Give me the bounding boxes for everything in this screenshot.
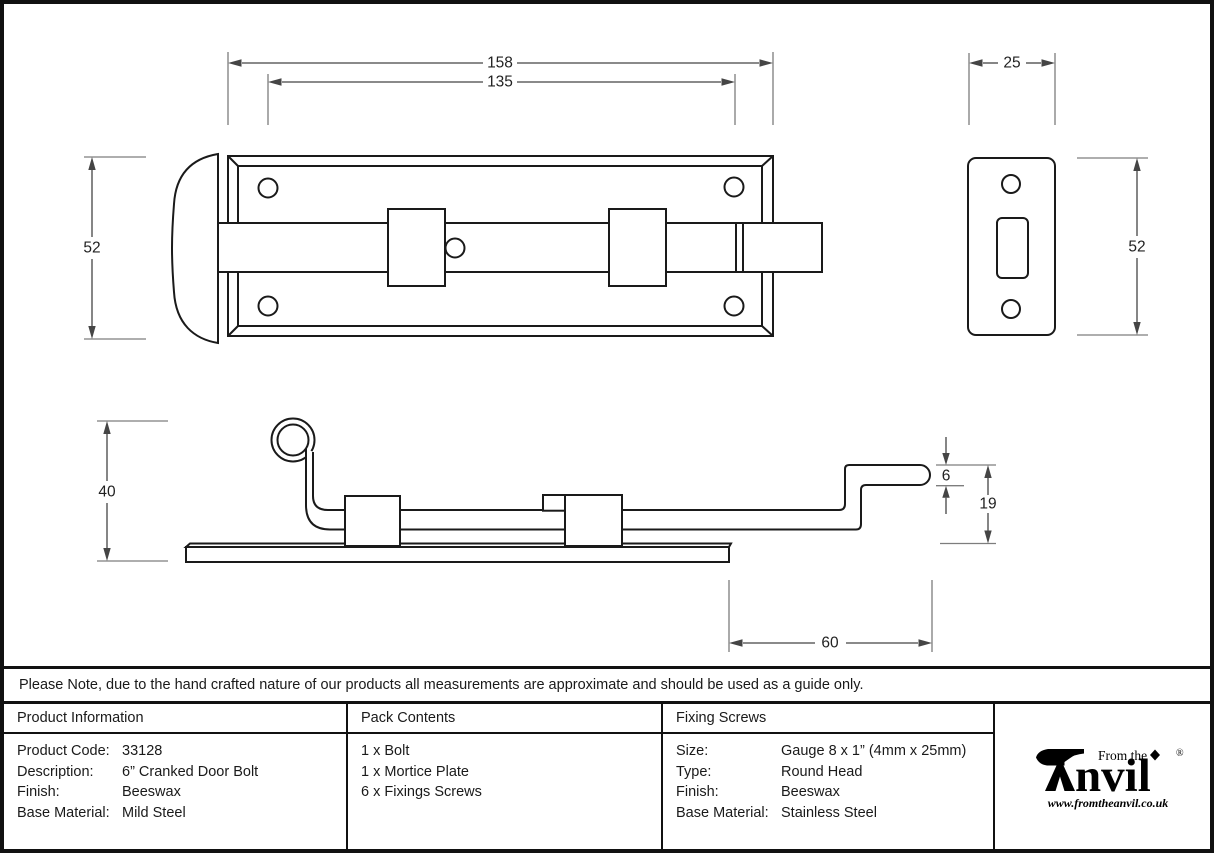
bolt-shaft (217, 222, 823, 273)
fixing-screws-column: Fixing Screws Size: Gauge 8 x 1” (4mm x … (663, 704, 995, 849)
product-code-label: Product Code: (17, 743, 110, 759)
description-label: Description: (17, 763, 94, 780)
anvil-icon (1036, 749, 1084, 791)
base-material-label: Base Material: (17, 804, 110, 821)
fixing-screws-rows: Size: Gauge 8 x 1” (4mm x 25mm) Type: Ro… (676, 741, 993, 823)
backplate-screw-holes (257, 176, 745, 317)
dimension-135: 135 (267, 74, 736, 125)
screw-type-value: Round Head (781, 763, 863, 780)
curl-handle (270, 417, 316, 463)
dim-label-throw: 60 (821, 635, 839, 652)
dim-label-bar-thickness: 6 (942, 468, 951, 485)
finish-value: Beeswax (122, 784, 181, 801)
dimension-158: 158 (227, 52, 774, 125)
screw-material-label: Base Material: (676, 804, 769, 821)
fixing-screws-header: Fixing Screws (663, 704, 993, 734)
dimension-60: 60 (728, 580, 933, 652)
screw-size-value: Gauge 8 x 1” (4mm x 25mm) (781, 743, 967, 759)
bolt-knob (170, 152, 219, 345)
logo-from-the: From the (1098, 748, 1147, 763)
shaft-pin-lines (735, 223, 744, 272)
guide-block-1 (387, 208, 446, 287)
dim-label-bolt-height: 40 (98, 484, 116, 501)
dim-label-plate-height: 52 (83, 240, 100, 257)
mortice-plate-view (967, 157, 1056, 336)
logo-url: www.fromtheanvil.co.uk (1048, 796, 1169, 810)
dim-label-hole-spacing: 135 (487, 74, 513, 91)
base-material-value: Mild Steel (122, 804, 186, 821)
mortice-plate (967, 157, 1056, 336)
slider-pivot (444, 237, 466, 259)
dimension-25: 25 (968, 53, 1056, 125)
product-code-value: 33128 (122, 743, 163, 759)
dimension-19: 19 (940, 465, 997, 545)
dim-label-crank-offset: 19 (979, 496, 996, 513)
guide-block-2 (608, 208, 667, 287)
measurement-note-text: Please Note, due to the hand crafted nat… (19, 677, 864, 693)
screw-finish-value: Beeswax (781, 784, 840, 801)
pack-contents-list: 1 x Bolt 1 x Mortice Plate 6 x Fixings S… (348, 734, 661, 803)
backplate-bevels (227, 155, 774, 337)
side-stop-lug (542, 494, 566, 512)
dim-label-plate-width: 158 (487, 55, 513, 72)
dimension-52-right: 52 (1077, 157, 1148, 336)
screw-finish-label: Finish: (676, 784, 719, 801)
spec-tables: Product Information Product Code: 33128 … (4, 704, 1210, 849)
finish-label: Finish: (17, 784, 60, 801)
description-value: 6” Cranked Door Bolt (122, 763, 259, 780)
screw-size-label: Size: (676, 743, 709, 759)
product-info-column: Product Information Product Code: 33128 … (4, 704, 348, 849)
from-the-anvil-logo: From the nvil ® www.fromtheanvil.co.uk (1036, 748, 1184, 810)
dimension-40: 40 (97, 420, 168, 562)
diamond-icon (1150, 749, 1160, 761)
registered-trademark-icon: ® (1176, 748, 1184, 759)
screw-material-value: Stainless Steel (781, 804, 877, 821)
pack-item: 6 x Fixings Screws (361, 784, 482, 801)
pack-item: 1 x Mortice Plate (361, 763, 469, 780)
brand-logo-cell: From the nvil ® www.fromtheanvil.co.uk (995, 704, 1210, 849)
dim-label-keep-height: 52 (1128, 239, 1145, 256)
baseplate-side (183, 542, 733, 563)
dim-label-keep-width: 25 (1003, 55, 1020, 72)
bolt-plan-view (170, 152, 823, 345)
dimension-52-left: 52 (83, 156, 146, 340)
technical-drawing: 158 135 52 25 (83, 52, 1148, 652)
product-info-rows: Product Code: 33128 Description: 6” Cran… (17, 741, 346, 823)
dimension-6: 6 (936, 437, 996, 514)
bolt-side-view (183, 417, 931, 563)
measurement-note-row: Please Note, due to the hand crafted nat… (4, 666, 1210, 704)
mortice-hole-top (1001, 174, 1021, 194)
mortice-hole-bottom (1001, 299, 1021, 319)
screw-type-label: Type: (676, 763, 712, 780)
mortice-slot (996, 217, 1029, 279)
pack-item: 1 x Bolt (361, 743, 410, 759)
product-info-header: Product Information (4, 704, 346, 734)
pack-contents-header: Pack Contents (348, 704, 661, 734)
pack-contents-column: Pack Contents 1 x Bolt 1 x Mortice Plate… (348, 704, 663, 849)
logo-brand-text: nvil (1075, 750, 1151, 802)
side-guide-block-2 (564, 494, 623, 547)
side-guide-block-1 (344, 495, 401, 547)
